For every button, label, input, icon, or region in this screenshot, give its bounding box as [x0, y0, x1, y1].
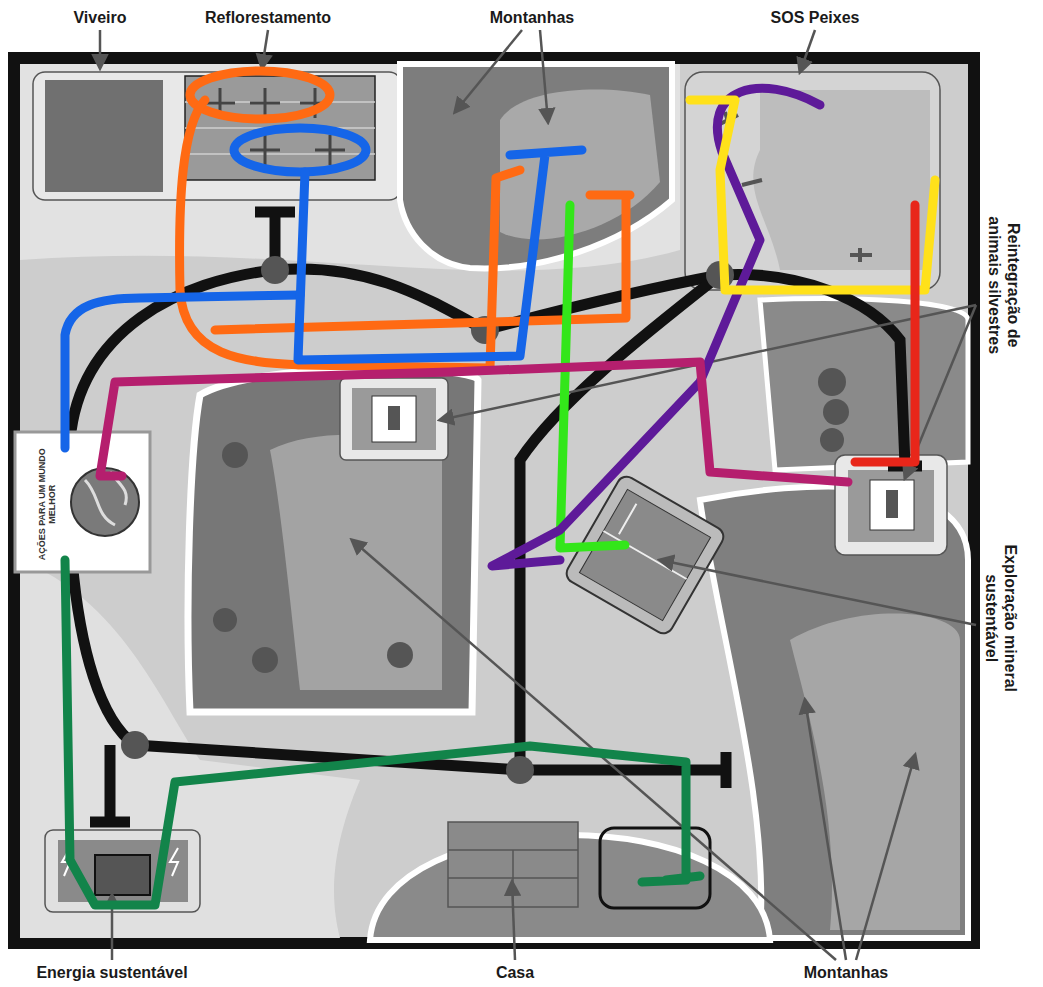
mountain: [188, 369, 478, 712]
map-label: Viveiro: [73, 8, 126, 27]
map-label: Energia sustentável: [36, 963, 187, 982]
map-label: Montanhas: [490, 8, 574, 27]
map-label: Montanhas: [804, 963, 888, 982]
viveiro-panel: [33, 72, 401, 200]
route-blue: [65, 128, 582, 448]
animal-box: [340, 378, 448, 460]
mat-border: [14, 58, 974, 943]
map-label: Casa: [496, 963, 534, 982]
map-label: Reintegração de animais silvestres: [984, 203, 1022, 368]
logo-square: [15, 432, 150, 572]
logo-text: AÇÕES PARA UM MUNDO MELHOR: [37, 448, 58, 560]
map-label: Reflorestamento: [205, 8, 331, 27]
route-purple: [492, 88, 820, 566]
route-yellow: [690, 100, 935, 290]
route-magenta: [100, 362, 848, 482]
reflorestamento-grid: [185, 76, 375, 180]
leader-line: [100, 30, 976, 960]
map-label: Exploração mineral sustentável: [982, 532, 1020, 704]
map-label: SOS Peixes: [771, 8, 860, 27]
viveiro-area: [45, 80, 163, 192]
route-red: [855, 205, 915, 462]
logo-box: AÇÕES PARA UM MUNDO MELHOR: [15, 432, 150, 572]
mountain-top: [500, 89, 660, 239]
road-junction: [121, 256, 734, 784]
route-darkgreen: [65, 560, 700, 905]
forest: [760, 299, 968, 470]
